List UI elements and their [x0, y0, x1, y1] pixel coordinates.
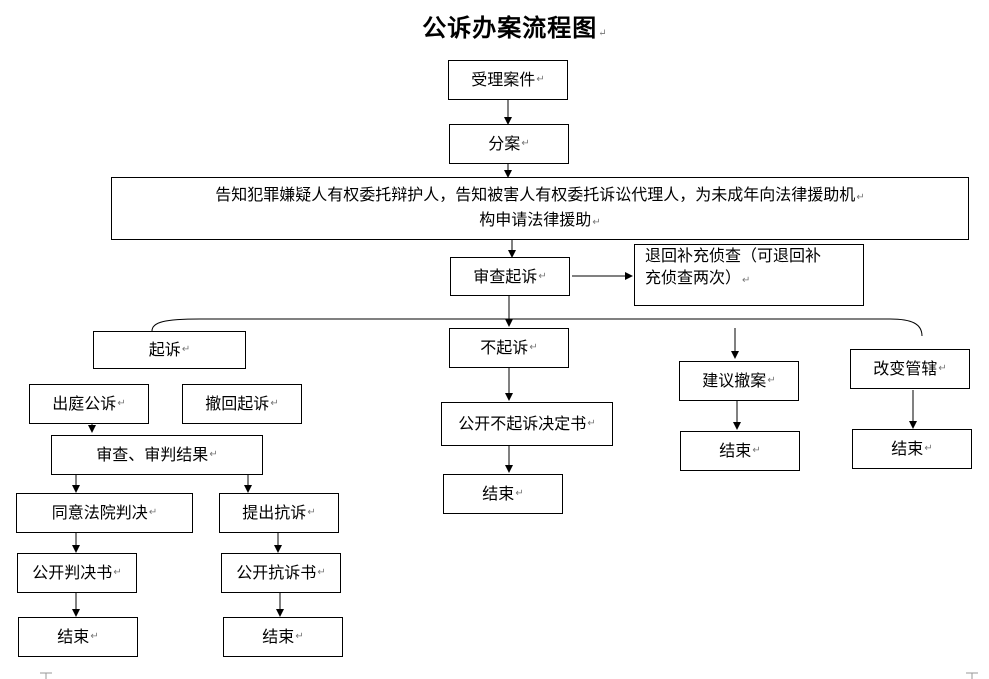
node-notify-rights: 告知犯罪嫌疑人有权委托辩护人，告知被害人有权委托诉讼代理人，为未成年向法律援助机…: [111, 177, 969, 240]
node-suggest-withdraw: 建议撤案↵: [679, 361, 799, 401]
node-public-no-prosecution: 公开不起诉决定书↵: [441, 402, 613, 446]
node-review-prosecution: 审查起诉↵: [450, 257, 570, 296]
page-title: 公诉办案流程图↵: [422, 13, 608, 42]
node-assign-case: 分案↵: [449, 124, 569, 164]
page-corner-mark-left: [40, 672, 52, 679]
node-public-protest: 公开抗诉书↵: [221, 553, 341, 593]
node-review-trial-result: 审查、审判结果↵: [51, 435, 263, 475]
page-corner-mark-right: [966, 672, 978, 679]
node-return-investigation: 退回补充侦查（可退回补 充侦查两次）↵: [634, 244, 864, 306]
node-end-withdraw: 结束↵: [680, 431, 800, 471]
node-public-prosecution: 出庭公诉↵: [29, 384, 149, 424]
node-agree-verdict: 同意法院判决↵: [16, 493, 193, 533]
node-change-jurisdiction: 改变管辖↵: [850, 349, 970, 389]
node-end-verdict: 结束↵: [18, 617, 138, 657]
node-accept-case: 受理案件↵: [448, 60, 568, 100]
node-end-jurisdiction: 结束↵: [852, 429, 972, 469]
node-public-verdict: 公开判决书↵: [17, 553, 137, 593]
node-withdraw-prosecution: 撤回起诉↵: [182, 384, 302, 424]
branch-bracket: [151, 318, 923, 337]
node-file-protest: 提出抗诉↵: [219, 493, 339, 533]
node-end-no-prosecution: 结束↵: [443, 474, 563, 514]
node-prosecute: 起诉↵: [93, 331, 246, 369]
node-no-prosecution: 不起诉↵: [449, 328, 569, 368]
node-end-protest: 结束↵: [223, 617, 343, 657]
